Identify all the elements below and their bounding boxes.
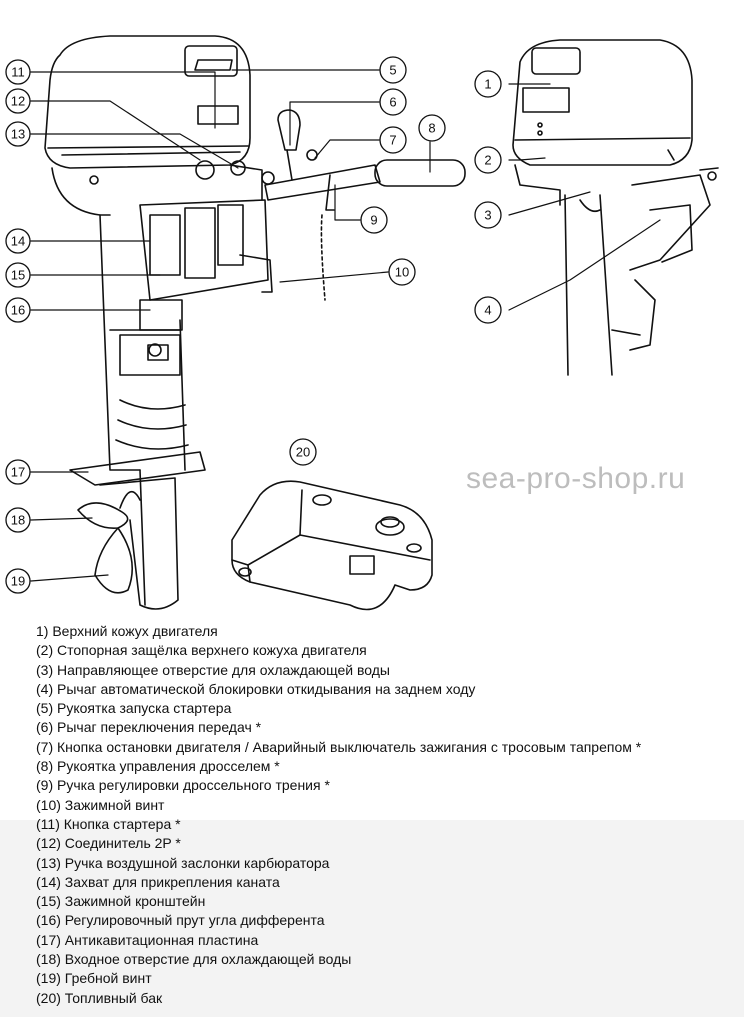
callout-8: 8 — [428, 121, 435, 136]
legend-item: (5) Рукоятка запуска стартера — [36, 700, 232, 717]
callout-circles — [5, 56, 502, 594]
legend-item: (15) Зажимной кронштейн — [36, 893, 206, 910]
callout-5: 5 — [389, 63, 396, 78]
callout-12: 12 — [11, 94, 25, 109]
legend-item: (19) Гребной винт — [36, 970, 152, 987]
callout-19: 19 — [11, 574, 25, 589]
legend-list: 1) Верхний кожух двигателя (2) Стопорная… — [36, 622, 641, 1008]
legend-item: (13) Ручка воздушной заслонки карбюратор… — [36, 854, 330, 871]
callout-16: 16 — [11, 303, 25, 318]
legend-item: (2) Стопорная защёлка верхнего кожуха дв… — [36, 642, 367, 659]
legend-item: (20) Топливный бак — [36, 989, 163, 1006]
fuel-tank-drawing — [231, 480, 433, 611]
callout-3: 3 — [484, 208, 491, 223]
legend-item: (12) Соединитель 2P * — [36, 835, 181, 852]
left-motor-drawing — [44, 35, 466, 610]
callout-17: 17 — [11, 465, 25, 480]
legend-item: (3) Направляющее отверстие для охлаждающ… — [36, 661, 390, 678]
legend-item: (9) Ручка регулировки дроссельного трени… — [36, 777, 330, 794]
callout-4: 4 — [484, 303, 491, 318]
callout-6: 6 — [389, 95, 396, 110]
right-motor-drawing — [512, 39, 719, 376]
leader-lines — [30, 69, 661, 582]
callout-18: 18 — [11, 513, 25, 528]
watermark-text: sea-pro-shop.ru — [466, 462, 686, 495]
callout-2: 2 — [484, 153, 491, 168]
legend-item: (17) Антикавитационная пластина — [36, 931, 259, 948]
legend-item: (4) Рычаг автоматической блокировки отки… — [36, 680, 476, 697]
legend-item: (7) Кнопка остановки двигателя / Аварийн… — [36, 738, 642, 755]
callout-11: 11 — [11, 65, 25, 80]
legend-background-band — [0, 820, 744, 1017]
callout-10: 10 — [395, 265, 409, 280]
callout-15: 15 — [11, 268, 25, 283]
callout-20: 20 — [296, 445, 310, 460]
legend-item: (6) Рычаг переключения передач * — [36, 719, 262, 736]
legend-item: (11) Кнопка стартера * — [36, 815, 181, 832]
legend-item: (18) Входное отверстие для охлаждающей в… — [36, 951, 352, 968]
callout-13: 13 — [11, 127, 25, 142]
legend-item: (8) Рукоятка управления дросселем * — [36, 758, 280, 775]
legend-item: 1) Верхний кожух двигателя — [36, 623, 218, 639]
callout-9: 9 — [370, 213, 377, 228]
callout-1: 1 — [484, 77, 491, 92]
outboard-motor-diagram: 11 12 13 14 15 16 17 18 19 5 6 7 8 9 10 … — [5, 35, 719, 611]
callout-7: 7 — [389, 133, 396, 148]
legend-item: (10) Зажимной винт — [36, 796, 165, 813]
legend-item: (14) Захват для прикрепления каната — [36, 873, 280, 890]
callout-14: 14 — [11, 234, 25, 249]
parts-legend: 1) Верхний кожух двигателя (2) Стопорная… — [0, 620, 744, 1017]
legend-item: (16) Регулировочный прут угла дифферента — [36, 912, 325, 929]
